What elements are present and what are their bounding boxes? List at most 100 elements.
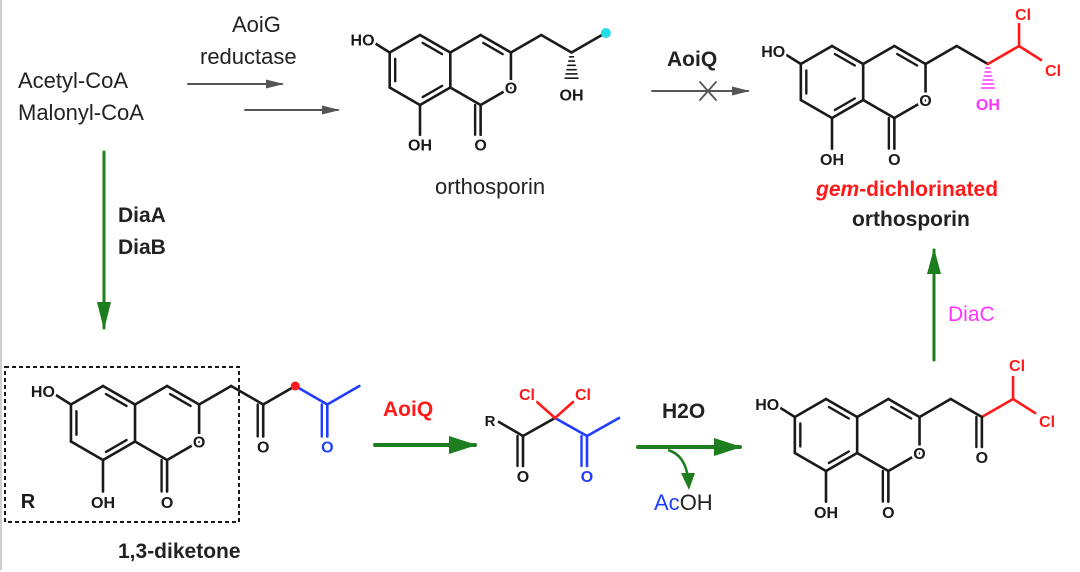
bond xyxy=(1011,397,1037,415)
bond xyxy=(388,86,422,107)
bond xyxy=(887,451,921,473)
double-bond xyxy=(168,392,192,408)
bond xyxy=(1017,44,1043,62)
bond xyxy=(553,416,589,438)
bond xyxy=(418,33,452,54)
double-bond xyxy=(104,438,128,454)
bond xyxy=(585,416,621,438)
atom-label: R xyxy=(485,413,496,430)
atom-label: O xyxy=(882,505,894,522)
bond xyxy=(449,86,482,107)
double-bond xyxy=(827,405,851,420)
arrow-hydrolysis-head xyxy=(714,438,742,456)
bond xyxy=(133,440,169,462)
bond xyxy=(371,40,391,54)
compound-label-gem-orthosporin: orthosporin xyxy=(852,208,970,231)
bond xyxy=(887,397,921,419)
enzyme-diab: DiaB xyxy=(118,236,166,259)
bond xyxy=(924,44,959,66)
atom-label: Cl xyxy=(1009,358,1025,375)
acetyl-text: Ac xyxy=(654,490,680,515)
bond xyxy=(824,397,859,419)
atom-label: Cl xyxy=(1039,414,1055,431)
bond xyxy=(69,440,105,462)
byproduct-acetic-acid: AcOH xyxy=(654,490,713,516)
atom-label: O xyxy=(517,469,529,486)
atom-label: HO xyxy=(755,397,779,414)
bond xyxy=(893,98,927,120)
bond xyxy=(229,384,265,406)
bond xyxy=(133,384,169,406)
compound-label-gem-dichlorinated: gem-dichlorinated xyxy=(816,178,998,202)
bond xyxy=(509,33,543,54)
arrow-aoiq-blocked-head xyxy=(732,86,750,96)
double-bond xyxy=(833,52,857,67)
atom-label: O xyxy=(161,495,173,512)
bond xyxy=(497,420,525,438)
bond xyxy=(824,451,859,473)
r-group-box xyxy=(4,366,240,523)
arrow-acoh-branch-head xyxy=(681,473,695,490)
atom-label: O xyxy=(919,93,931,110)
oh-text: OH xyxy=(679,490,713,515)
enzyme-aoiq-blocked: AoiQ xyxy=(667,48,718,71)
bond xyxy=(782,51,803,66)
atom-label: R xyxy=(21,491,36,513)
reactant-acetyl-coa: Acetyl-CoA xyxy=(18,68,129,93)
bond xyxy=(325,384,361,406)
bond xyxy=(793,397,828,419)
arrow-aoig-head xyxy=(266,79,284,89)
bond xyxy=(918,397,953,419)
bond xyxy=(893,44,927,66)
enzyme-aoig: AoiG xyxy=(232,12,281,37)
atom-label: OH xyxy=(560,88,584,105)
bond xyxy=(535,400,557,420)
compound-label-orthosporin: orthosporin xyxy=(435,174,546,199)
bond xyxy=(861,98,896,120)
bond xyxy=(101,384,137,406)
bond xyxy=(861,44,896,66)
bond xyxy=(799,98,834,120)
atom-label: OH xyxy=(820,152,844,169)
bond xyxy=(776,404,797,419)
bond xyxy=(986,44,1021,66)
reactant-malonyl-coa: Malonyl-CoA xyxy=(18,100,144,125)
bond xyxy=(830,98,865,120)
double-bond xyxy=(482,41,504,56)
atom-label: HO xyxy=(761,44,785,61)
bond xyxy=(261,384,297,406)
atom-label: OH xyxy=(91,495,115,512)
atom-label: O xyxy=(888,152,900,169)
double-bond xyxy=(421,41,444,56)
bond xyxy=(449,33,482,54)
atom-label: O xyxy=(193,435,205,452)
compound-label-diketone: 1,3-diketone xyxy=(118,540,241,563)
atom-label: O xyxy=(976,450,988,467)
double-bond xyxy=(833,97,857,112)
enzyme-diaa: DiaA xyxy=(118,204,166,227)
double-bond xyxy=(421,84,444,99)
bond xyxy=(69,384,105,406)
double-bond xyxy=(827,450,851,465)
double-bond xyxy=(890,405,913,420)
bond xyxy=(521,416,557,438)
atom-label: O xyxy=(505,81,517,98)
enzyme-aoiq: AoiQ xyxy=(383,398,434,421)
bond xyxy=(388,33,422,54)
dichlorinated-text: -dichlorinated xyxy=(859,178,999,201)
bond xyxy=(197,384,233,406)
atom-label: O xyxy=(913,446,925,463)
labeled-carbon-dot xyxy=(600,28,611,38)
atom-label: OH xyxy=(408,138,432,155)
atom-label: HO xyxy=(31,384,55,401)
atom-label: OH xyxy=(814,505,838,522)
atom-label: OH xyxy=(976,97,1000,114)
bond xyxy=(830,44,865,66)
gem-prefix: gem xyxy=(816,178,860,201)
bond xyxy=(855,451,890,473)
bond xyxy=(52,392,73,406)
arrow-diac-head xyxy=(927,248,941,274)
bond xyxy=(793,451,828,473)
